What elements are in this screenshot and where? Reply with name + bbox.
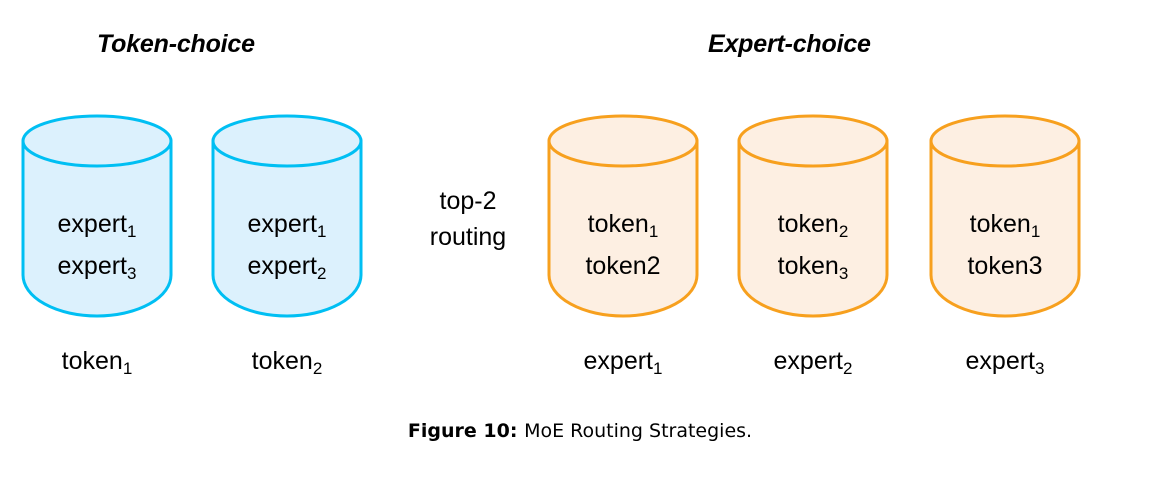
cylinder-label-expert-choice-2: expert2 xyxy=(736,347,890,379)
label-base: token xyxy=(251,347,313,375)
section-title-token-choice: Token-choice xyxy=(97,30,255,58)
cylinder-label-token-choice-1: token1 xyxy=(20,347,174,379)
line-subscript: 3 xyxy=(838,264,849,284)
label-base: expert xyxy=(583,347,653,375)
line-base: expert xyxy=(57,210,127,238)
line-base: token xyxy=(777,210,839,238)
cylinder-body-shape xyxy=(211,139,363,318)
cylinder-token-choice-1: expert1 expert3 xyxy=(20,114,174,319)
line-base: expert xyxy=(57,252,127,280)
cylinder-line-2: expert2 xyxy=(210,245,364,287)
figure-caption-text: MoE Routing Strategies. xyxy=(524,420,753,442)
line-subscript: 3 xyxy=(127,264,137,284)
line-base: token xyxy=(777,252,839,280)
cylinder-label-expert-choice-3: expert3 xyxy=(928,347,1082,379)
cylinder-body-shape xyxy=(737,139,889,318)
cylinder-contents: expert1 expert3 xyxy=(20,203,174,287)
line-base: expert xyxy=(247,252,317,280)
cylinder-line-2: token2 xyxy=(546,245,700,287)
cylinder-line-2: token3 xyxy=(928,245,1082,287)
cylinder-contents: token1 token2 xyxy=(546,203,700,287)
cylinder-body-shape xyxy=(547,139,699,318)
figure-caption: Figure 10: MoE Routing Strategies. xyxy=(0,420,1160,442)
cylinder-line-1: expert1 xyxy=(210,203,364,245)
cylinder-label-expert-choice-1: expert1 xyxy=(546,347,700,379)
label-subscript: 2 xyxy=(843,359,853,379)
cylinder-top-ellipse xyxy=(211,114,363,168)
cylinder-expert-choice-2: token2 token3 xyxy=(736,114,890,319)
routing-annotation: top-2 routing xyxy=(398,183,538,255)
label-base: expert xyxy=(965,347,1035,375)
routing-annotation-line-1: top-2 xyxy=(439,187,497,215)
cylinder-top-ellipse xyxy=(929,114,1081,168)
cylinder-line-2: token3 xyxy=(736,245,890,287)
label-subscript: 3 xyxy=(1035,359,1045,379)
label-base: expert xyxy=(773,347,843,375)
label-subscript: 1 xyxy=(122,359,133,379)
cylinder-top-ellipse xyxy=(547,114,699,168)
line-subscript: 1 xyxy=(127,222,137,242)
cylinder-contents: token1 token3 xyxy=(928,203,1082,287)
cylinder-line-1: expert1 xyxy=(20,203,174,245)
label-base: token xyxy=(61,347,123,375)
cylinder-top-ellipse xyxy=(21,114,173,168)
figure-caption-label: Figure 10: xyxy=(407,420,525,442)
cylinder-label-token-choice-2: token2 xyxy=(210,347,364,379)
line-base: token xyxy=(587,210,649,238)
cylinder-contents: token2 token3 xyxy=(736,203,890,287)
line-base: token xyxy=(969,210,1031,238)
cylinder-expert-choice-1: token1 token2 xyxy=(546,114,700,319)
line-subscript: 1 xyxy=(317,222,327,242)
cylinder-token-choice-2: expert1 expert2 xyxy=(210,114,364,319)
label-subscript: 1 xyxy=(653,359,663,379)
line-base: token2 xyxy=(585,252,661,280)
label-subscript: 2 xyxy=(312,359,323,379)
cylinder-line-1: token2 xyxy=(736,203,890,245)
cylinder-expert-choice-3: token1 token3 xyxy=(928,114,1082,319)
routing-annotation-line-2: routing xyxy=(429,223,507,251)
cylinder-contents: expert1 expert2 xyxy=(210,203,364,287)
cylinder-top-ellipse xyxy=(737,114,889,168)
cylinder-body-shape xyxy=(929,139,1081,318)
section-title-expert-choice: Expert-choice xyxy=(708,30,871,58)
cylinder-line-1: token1 xyxy=(928,203,1082,245)
cylinder-body-shape xyxy=(21,139,173,318)
line-base: expert xyxy=(247,210,317,238)
line-base: token3 xyxy=(967,252,1043,280)
cylinder-line-2: expert3 xyxy=(20,245,174,287)
line-subscript: 1 xyxy=(648,222,659,242)
line-subscript: 2 xyxy=(317,264,327,284)
line-subscript: 2 xyxy=(838,222,849,242)
cylinder-line-1: token1 xyxy=(546,203,700,245)
line-subscript: 1 xyxy=(1030,222,1041,242)
